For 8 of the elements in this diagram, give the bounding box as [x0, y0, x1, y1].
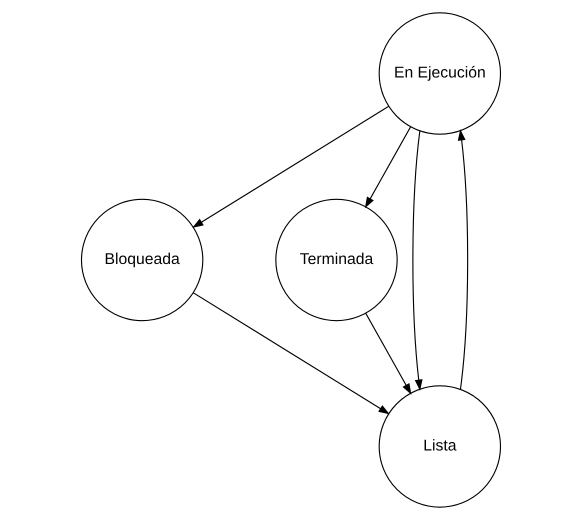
arrow	[458, 129, 468, 390]
arrow	[192, 106, 389, 228]
arrow	[365, 313, 412, 395]
node-circle: En Ejecución	[378, 12, 502, 135]
arrow	[412, 130, 423, 391]
arrow	[193, 292, 390, 414]
arrow	[364, 126, 411, 208]
node-circle: Terminada	[275, 198, 398, 322]
